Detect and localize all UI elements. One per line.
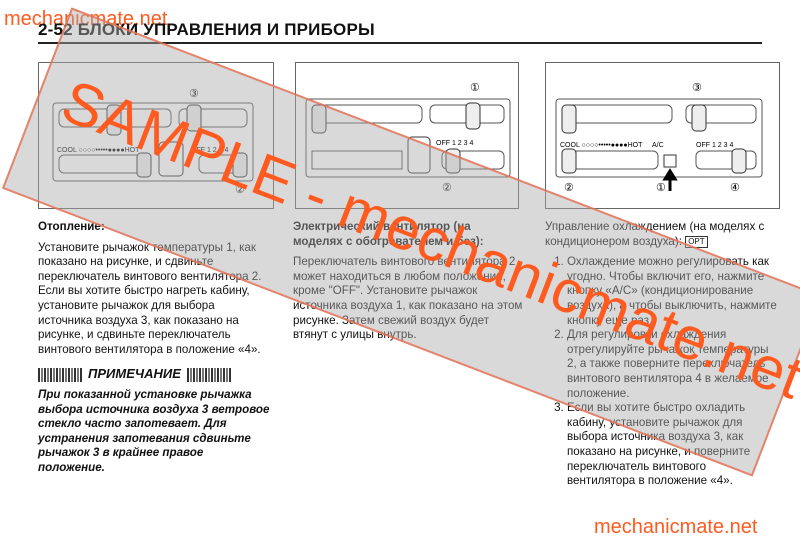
callout-2: ② <box>235 184 245 196</box>
section-heading: Управление охлаждением (на моделях с кон… <box>545 220 765 248</box>
heating-section: Отопление: Установите рычажок температур… <box>38 220 270 482</box>
list-item: Для регулировки охлаждения отрегулируйте… <box>567 328 777 401</box>
callout-2: ② <box>442 182 452 194</box>
callout-3: ③ <box>189 88 199 100</box>
section-heading: Отопление: <box>38 220 105 233</box>
callout-1: ① <box>656 182 666 194</box>
callout-2: ② <box>564 182 574 194</box>
callout-1: ① <box>470 82 480 94</box>
header-divider <box>38 42 762 44</box>
section-body: Переключатель винтового вентилятора 2 мо… <box>293 255 523 342</box>
list-item: Охлаждение можно регулировать как угодно… <box>567 255 777 328</box>
page-title: 2-52 БЛОКИ УПРАВЛЕНИЯ И ПРИБОРЫ <box>38 20 375 39</box>
note-heading: ПРИМЕЧАНИЕ <box>38 367 270 382</box>
opt-badge: OPT <box>685 235 708 248</box>
list-item: Если вы хотите быстро охладить кабину, у… <box>567 401 777 489</box>
section-body: Установите рычажок температуры 1, как по… <box>38 240 262 356</box>
brand-watermark-top: mechanicmate.net <box>4 8 168 30</box>
fan-scale-label: OFF 1 2 3 4 <box>696 142 733 149</box>
figure-heater-panel: COOL ○○○○•••••●●●●HOT OFF 1 2 3 4 ③ ② <box>38 62 274 209</box>
figure-ac-panel: COOL ○○○○•••••●●●●HOT A/C OFF 1 2 3 4 ③ … <box>545 62 780 209</box>
note-title: ПРИМЕЧАНИЕ <box>88 366 181 382</box>
cooling-section: Управление охлаждением (на моделях с кон… <box>545 220 777 489</box>
temp-scale-label: COOL ○○○○•••••●●●●HOT <box>560 142 643 149</box>
callout-3: ③ <box>692 82 702 94</box>
fan-section: Электрический вентилятор (на моделях с о… <box>293 220 523 349</box>
figure-fan-panel: OFF 1 2 3 4 ① ② <box>295 62 519 209</box>
bars-icon <box>38 367 82 382</box>
note-body: При показанной установке рычажка выбора … <box>38 387 270 474</box>
fan-scale-label: OFF 1 2 3 4 <box>191 147 228 154</box>
brand-watermark-bottom: mechanicmate.net <box>594 516 758 538</box>
ac-label: A/C <box>652 142 664 149</box>
fan-scale-label: OFF 1 2 3 4 <box>436 140 473 147</box>
bars-icon <box>186 367 231 382</box>
cooling-steps: Охлаждение можно регулировать как угодно… <box>545 255 777 489</box>
section-heading: Электрический вентилятор (на моделях с о… <box>293 220 484 248</box>
callout-4: ④ <box>730 182 740 194</box>
temp-scale-label: COOL ○○○○•••••●●●●HOT <box>57 147 140 154</box>
